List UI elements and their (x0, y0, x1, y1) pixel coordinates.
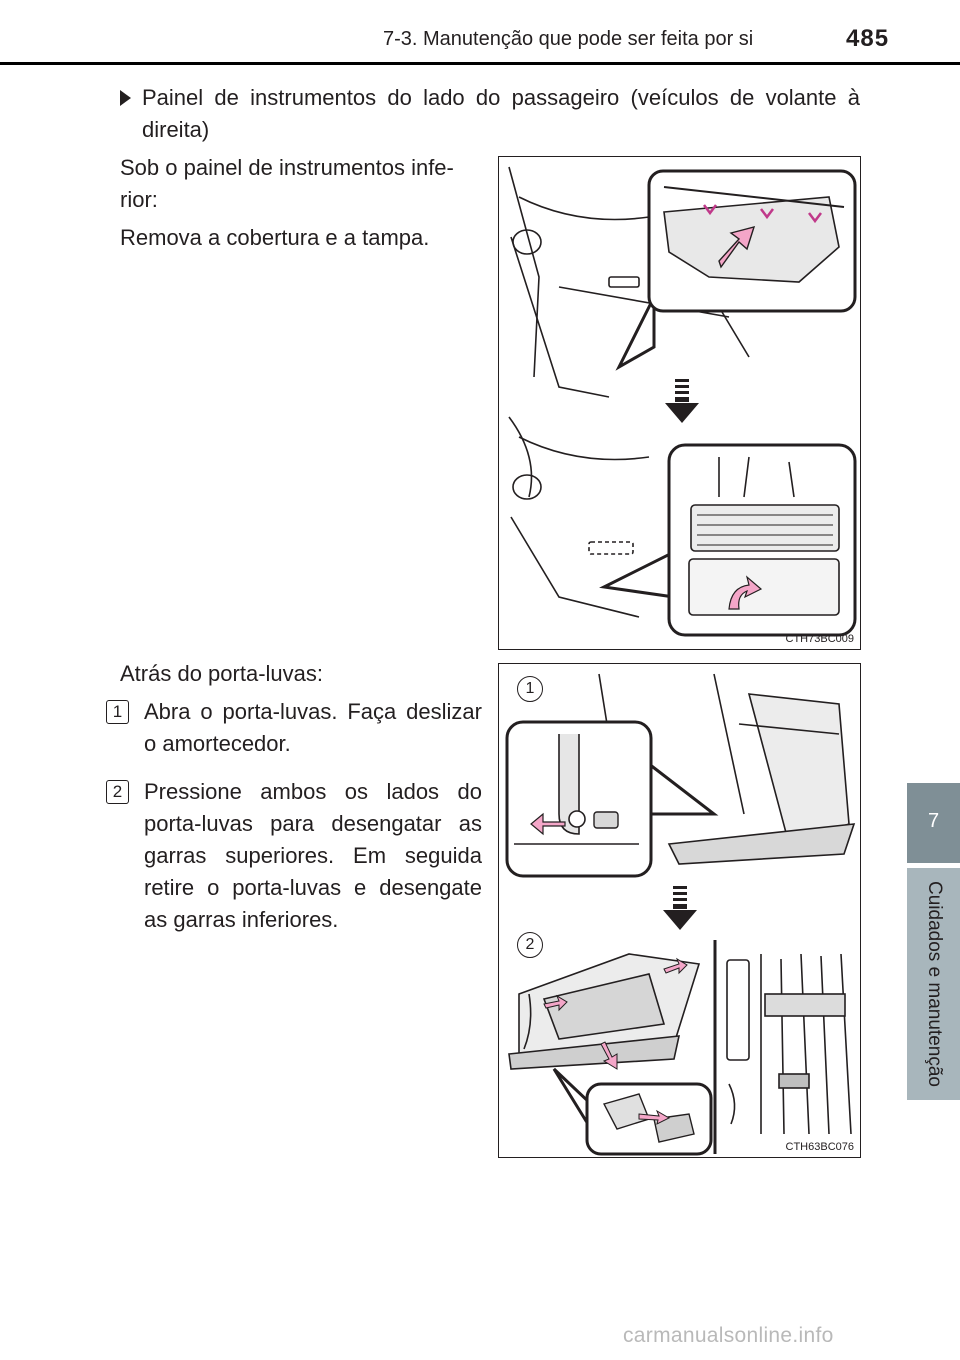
triangle-bullet-icon (120, 90, 131, 106)
callout-2: 2 (517, 932, 543, 958)
figure-glovebox: 1 2 CTH63BC076 (498, 663, 861, 1158)
page-number: 485 (846, 25, 890, 52)
bullet-text: Painel de instrumentos do lado do passag… (142, 85, 860, 142)
glovebox-steps: 1 Abra o porta-luvas. Faça deslizar o am… (102, 696, 482, 952)
header-divider (0, 62, 960, 65)
chapter-tab[interactable]: 7 (907, 783, 960, 863)
lower-panel-instruction: Remova a cobertura e a tampa. (120, 225, 430, 250)
section-title: 7-3. Manutenção que pode ser feita por s… (383, 28, 754, 50)
fuse-panel-shape (726, 953, 852, 1135)
down-arrow-icon (665, 379, 699, 423)
inset-step-1 (505, 720, 719, 878)
step-2: 2 Pressione ambos os lados do porta-luva… (102, 776, 482, 936)
watermark-text: carmanualsonline.info (623, 1324, 834, 1347)
chapter-title: Cuidados e manutenção (924, 881, 945, 1087)
fuse-cover-shape (688, 558, 840, 616)
chapter-title-strip (907, 868, 960, 1100)
dash-vent-shape (512, 229, 542, 255)
inset-top (615, 169, 857, 371)
step-1: 1 Abra o porta-luvas. Faça deslizar o am… (102, 696, 482, 760)
page-header: 7-3. Manutenção que pode ser feita por s… (0, 0, 960, 66)
figure-code: CTH63BC076 (785, 1141, 854, 1153)
down-arrow-icon (663, 886, 697, 930)
step-text: Abra o porta-luvas. Faça deslizar o amor… (144, 699, 482, 756)
chapter-number: 7 (927, 810, 940, 832)
lower-panel-illustration (508, 166, 857, 637)
inset-step-2 (552, 1067, 713, 1156)
figure-code: CTH73BC009 (785, 633, 854, 645)
lower-panel-heading: Sob o painel de instrumentos infe-rior: (120, 155, 454, 212)
callout-1: 1 (517, 676, 543, 702)
inset-bottom (599, 443, 857, 637)
fuse-box-shape (690, 504, 840, 552)
step-text: Pressione ambos os lados do porta-luvas … (144, 779, 482, 932)
fuse-grid-lines (697, 514, 833, 546)
step-number: 1 (106, 700, 129, 724)
glovebox-heading: Atrás do porta-luvas: (120, 661, 323, 686)
glovebox-open-shape (508, 953, 701, 1070)
figure-lower-panel: CTH73BC009 (498, 156, 861, 650)
glovebox-illustration (505, 673, 856, 1156)
step-number: 2 (106, 780, 129, 804)
dash-contour-line (508, 166, 540, 378)
